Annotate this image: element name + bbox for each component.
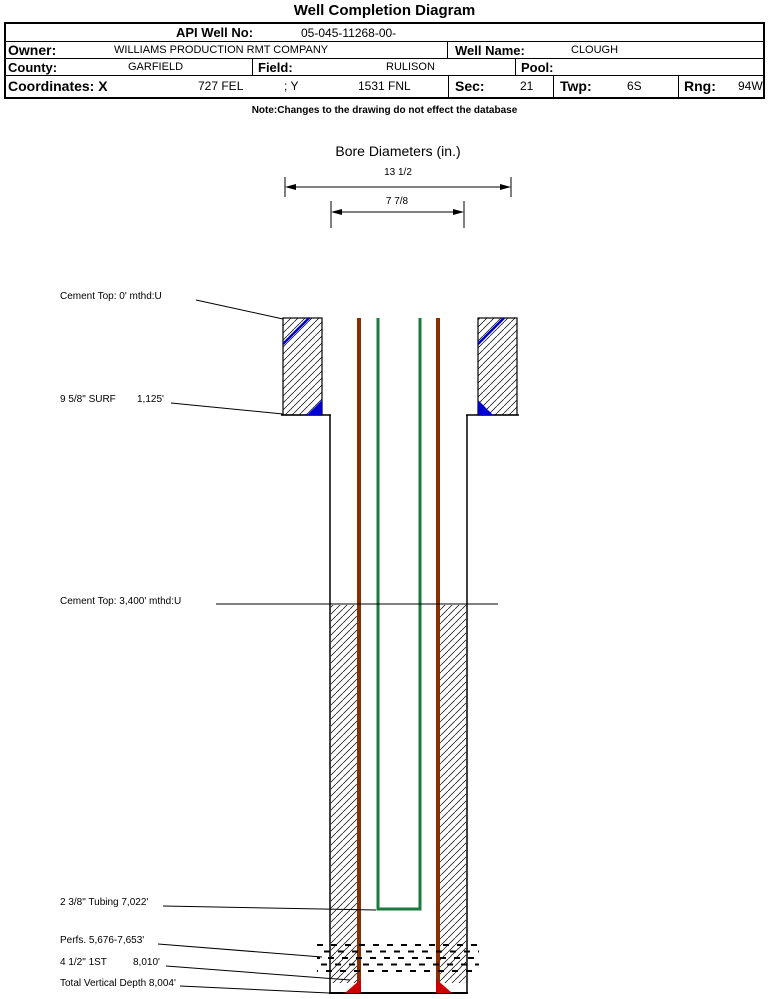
bore-diameters-title: Bore Diameters (in.) [335,143,461,159]
api-well-no-label: API Well No: [176,25,254,40]
outer-bore-dimension-label: 13 1/2 [384,167,412,178]
annotation-production-casing-depth: 8,010' [133,957,160,968]
field-value: RULISON [386,61,435,73]
annotation-cement-top-surface: Cement Top: 0' mthd:U [60,291,162,302]
surface-casing-right [477,317,518,416]
header-row-county: County: GARFIELD Field: RULISON Pool: [6,59,763,76]
arrowhead-left [285,184,296,190]
annotation-tubing: 2 3/8" Tubing 7,022' [60,897,149,908]
pool-label: Pool: [521,60,554,75]
field-label: Field: [258,60,293,75]
surface-casing-shoe-left [307,400,322,415]
coordinates-label: Coordinates: X [8,78,108,94]
database-note: Note:Changes to the drawing do not effec… [251,105,518,116]
leader-lines [157,299,498,994]
annotation-cement-top-production: Cement Top: 3,400' mthd:U [60,596,182,607]
header-row-owner: Owner: WILLIAMS PRODUCTION RMT COMPANY W… [6,42,763,59]
header-row-api: API Well No: 05-045-11268-00- [6,24,763,42]
outer-bore-dimension [284,177,512,197]
column-divider [252,59,253,75]
sec-label: Sec: [455,78,485,94]
annotation-surface-casing-depth: 1,125' [137,394,164,405]
surface-casing-top-marker-right [477,317,505,345]
arrowhead-right [453,209,464,215]
perforation-marks [317,944,479,972]
cement-annulus-left [331,605,357,983]
page-title: Well Completion Diagram [293,2,476,19]
api-well-no-value: 05-045-11268-00- [301,26,397,40]
annotation-total-depth: Total Vertical Depth 8,004' [60,978,176,989]
column-divider [448,76,449,97]
cement-annulus-right [440,605,466,983]
well-name-value: CLOUGH [571,44,619,56]
tubing-string [376,318,422,911]
rng-value: 94W [738,79,763,93]
production-casing-shoe-left [345,979,361,993]
well-name-label: Well Name: [455,43,525,58]
header-table: API Well No: 05-045-11268-00- Owner: WIL… [4,22,765,99]
column-divider [678,76,679,97]
twp-value: 6S [627,79,642,93]
column-divider [515,59,516,75]
inner-bore-dimension-label: 7 7/8 [385,196,409,207]
annotation-perforations: Perfs. 5,676-7,653' [60,935,145,946]
annotation-production-casing: 4 1/2" 1ST [60,957,107,968]
rng-label: Rng: [684,78,716,94]
column-divider [447,42,448,58]
owner-label: Owner: [8,42,57,58]
county-value: GARFIELD [128,61,184,73]
arrowhead-left [331,209,342,215]
coordinates-y-label: ; Y [284,79,299,93]
sec-value: 21 [520,79,534,93]
inner-bore-dimension [330,201,465,228]
surface-casing-shoe-right [478,400,493,415]
header-row-coordinates: Coordinates: X 727 FEL ; Y 1531 FNL Sec:… [6,76,763,97]
arrowhead-right [500,184,511,190]
borehole-walls [281,414,519,994]
surface-casing-top-marker-left [282,317,310,345]
twp-label: Twp: [560,78,592,94]
owner-value: WILLIAMS PRODUCTION RMT COMPANY [114,44,329,56]
annotation-surface-casing: 9 5/8" SURF [60,394,116,405]
county-label: County: [8,60,58,75]
production-casing-shoe-right [436,979,452,993]
coordinates-x-value: 727 FEL [198,79,244,93]
coordinates-y-value: 1531 FNL [358,79,411,93]
surface-casing-left [282,317,323,416]
column-divider [553,76,554,97]
